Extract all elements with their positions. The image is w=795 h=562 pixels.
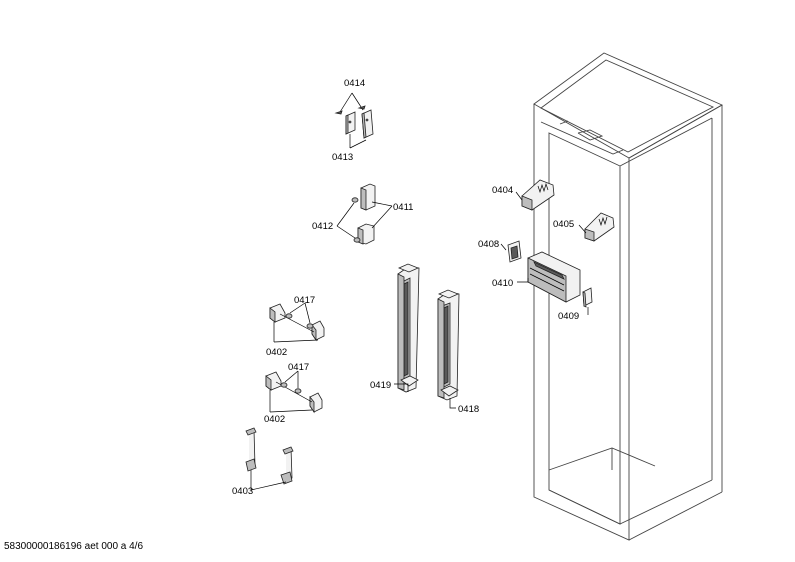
label-0402-lower: 0402 xyxy=(264,414,285,425)
label-0417-upper: 0417 xyxy=(294,295,315,306)
label-0413: 0413 xyxy=(332,152,353,163)
label-0403: 0403 xyxy=(232,486,253,497)
cabinet-housing xyxy=(533,52,723,541)
label-0405: 0405 xyxy=(553,219,574,230)
part-0419-handle xyxy=(394,263,420,393)
part-0403-brackets xyxy=(245,427,294,491)
label-0417-lower: 0417 xyxy=(288,362,309,373)
label-0419: 0419 xyxy=(370,380,391,391)
label-0409: 0409 xyxy=(558,311,579,322)
part-0418-handle xyxy=(437,289,460,409)
label-0410: 0410 xyxy=(492,278,513,289)
document-footer: 58300000186196 aet 000 a 4/6 xyxy=(4,541,144,552)
part-0417-pins-lower xyxy=(280,370,302,394)
part-0413-covers xyxy=(345,109,374,149)
part-0417-pins-upper xyxy=(285,302,314,329)
part-0402-bracket-lower xyxy=(265,371,323,414)
part-0408-clip xyxy=(500,240,522,263)
label-0404: 0404 xyxy=(492,185,513,196)
label-0418: 0418 xyxy=(458,404,479,415)
label-0408: 0408 xyxy=(478,239,499,250)
label-0402-upper: 0402 xyxy=(266,347,287,358)
part-0410-door-tray xyxy=(517,251,581,303)
part-0402-bracket-upper xyxy=(269,303,325,343)
part-0409-tab xyxy=(582,287,593,315)
label-0411: 0411 xyxy=(393,202,413,213)
part-0414-screws xyxy=(334,92,366,115)
part-0405-shelf xyxy=(578,212,615,242)
label-0414: 0414 xyxy=(344,78,365,89)
part-0404-shelf xyxy=(515,179,555,211)
label-0412: 0412 xyxy=(312,221,333,232)
part-0411-hinges xyxy=(357,183,393,245)
part-0412-bushings xyxy=(336,197,361,243)
